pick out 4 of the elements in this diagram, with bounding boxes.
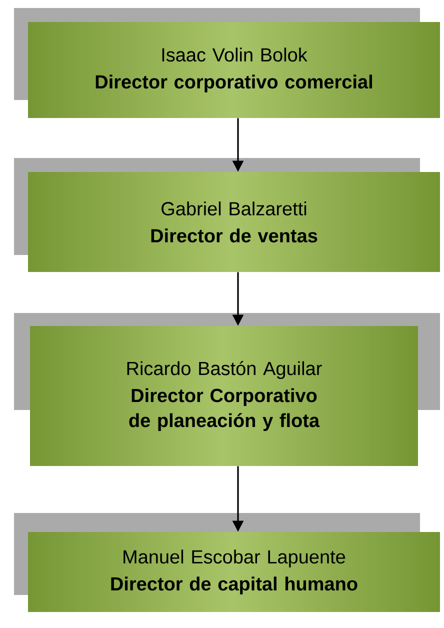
process-box: Ricardo Bastón Aguilar Director Corporativo de planeación y flota	[14, 313, 440, 466]
process-box: Manuel Escobar Lapuente Director de capital humano	[14, 513, 440, 612]
process-box: Gabriel Balzaretti Director de ventas	[14, 158, 440, 272]
process-box: Isaac Volin Bolok Director corporativo comercial	[14, 8, 440, 118]
